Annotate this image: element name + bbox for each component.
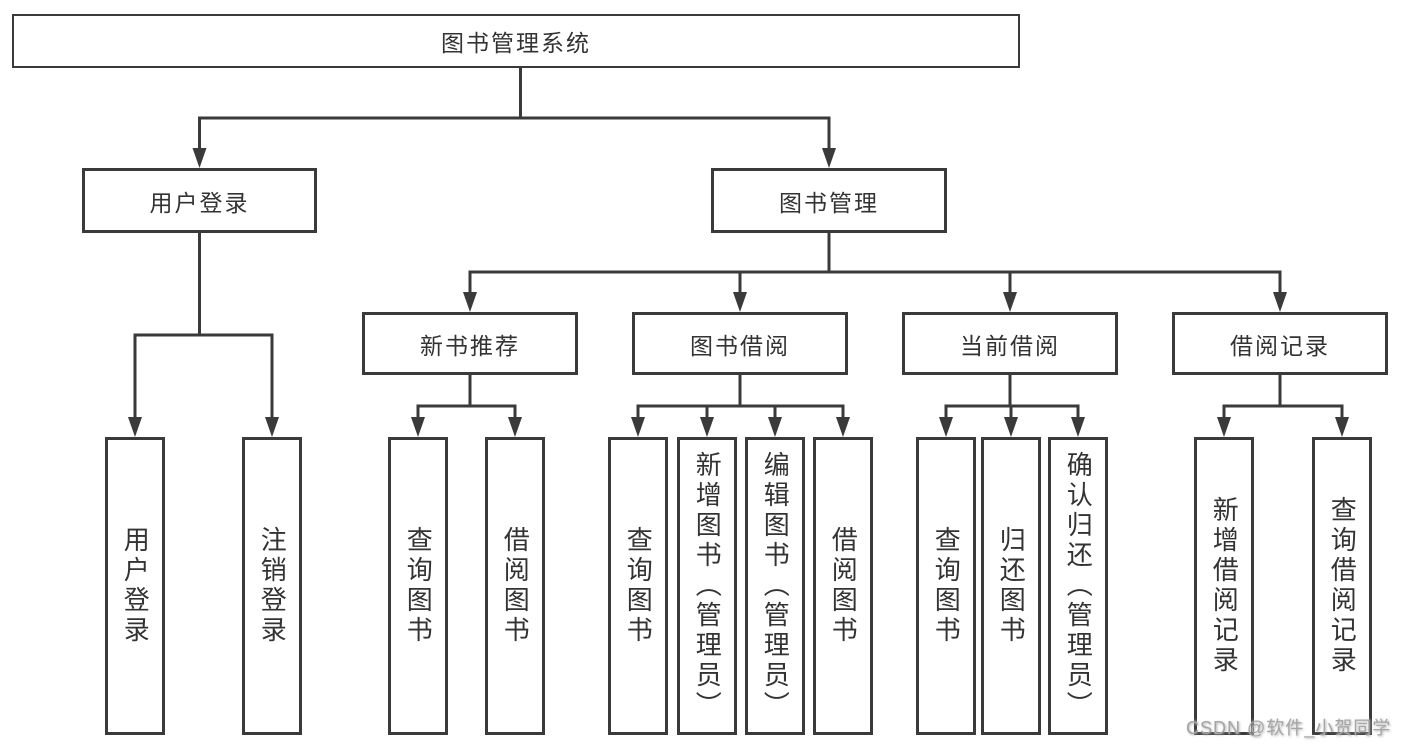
node-leaf-confirm-return-admin: 确认归还（管理员）: [1048, 437, 1108, 735]
csdn-watermark: CSDN @软件_小贺同学: [1186, 718, 1392, 738]
node-leaf-return-books: 归还图书: [981, 437, 1041, 735]
node-book-management: 图书管理: [711, 168, 947, 233]
node-leaf-edit-book-admin: 编辑图书（管理员）: [745, 437, 805, 735]
node-leaf-borrow-books-1: 借阅图书: [485, 437, 545, 735]
node-new-book-recommend: 新书推荐: [362, 312, 578, 375]
arrowheads: [128, 148, 1349, 437]
node-book-borrow: 图书借阅: [632, 312, 848, 375]
node-leaf-add-borrow-record: 新增借阅记录: [1194, 437, 1254, 735]
node-leaf-query-borrow-record: 查询借阅记录: [1312, 437, 1372, 735]
node-leaf-query-books-1: 查询图书: [388, 437, 448, 735]
node-borrow-records: 借阅记录: [1172, 312, 1388, 375]
node-library-system: 图书管理系统: [12, 14, 1020, 68]
node-leaf-user-login: 用户登录: [105, 437, 165, 735]
node-leaf-logout: 注销登录: [242, 437, 302, 735]
node-user-login: 用户登录: [82, 168, 317, 233]
node-current-borrow: 当前借阅: [902, 312, 1118, 375]
node-leaf-borrow-books-2: 借阅图书: [813, 437, 873, 735]
node-leaf-query-books-3: 查询图书: [916, 437, 976, 735]
node-leaf-query-books-2: 查询图书: [608, 437, 668, 735]
node-leaf-add-book-admin: 新增图书（管理员）: [677, 437, 737, 735]
